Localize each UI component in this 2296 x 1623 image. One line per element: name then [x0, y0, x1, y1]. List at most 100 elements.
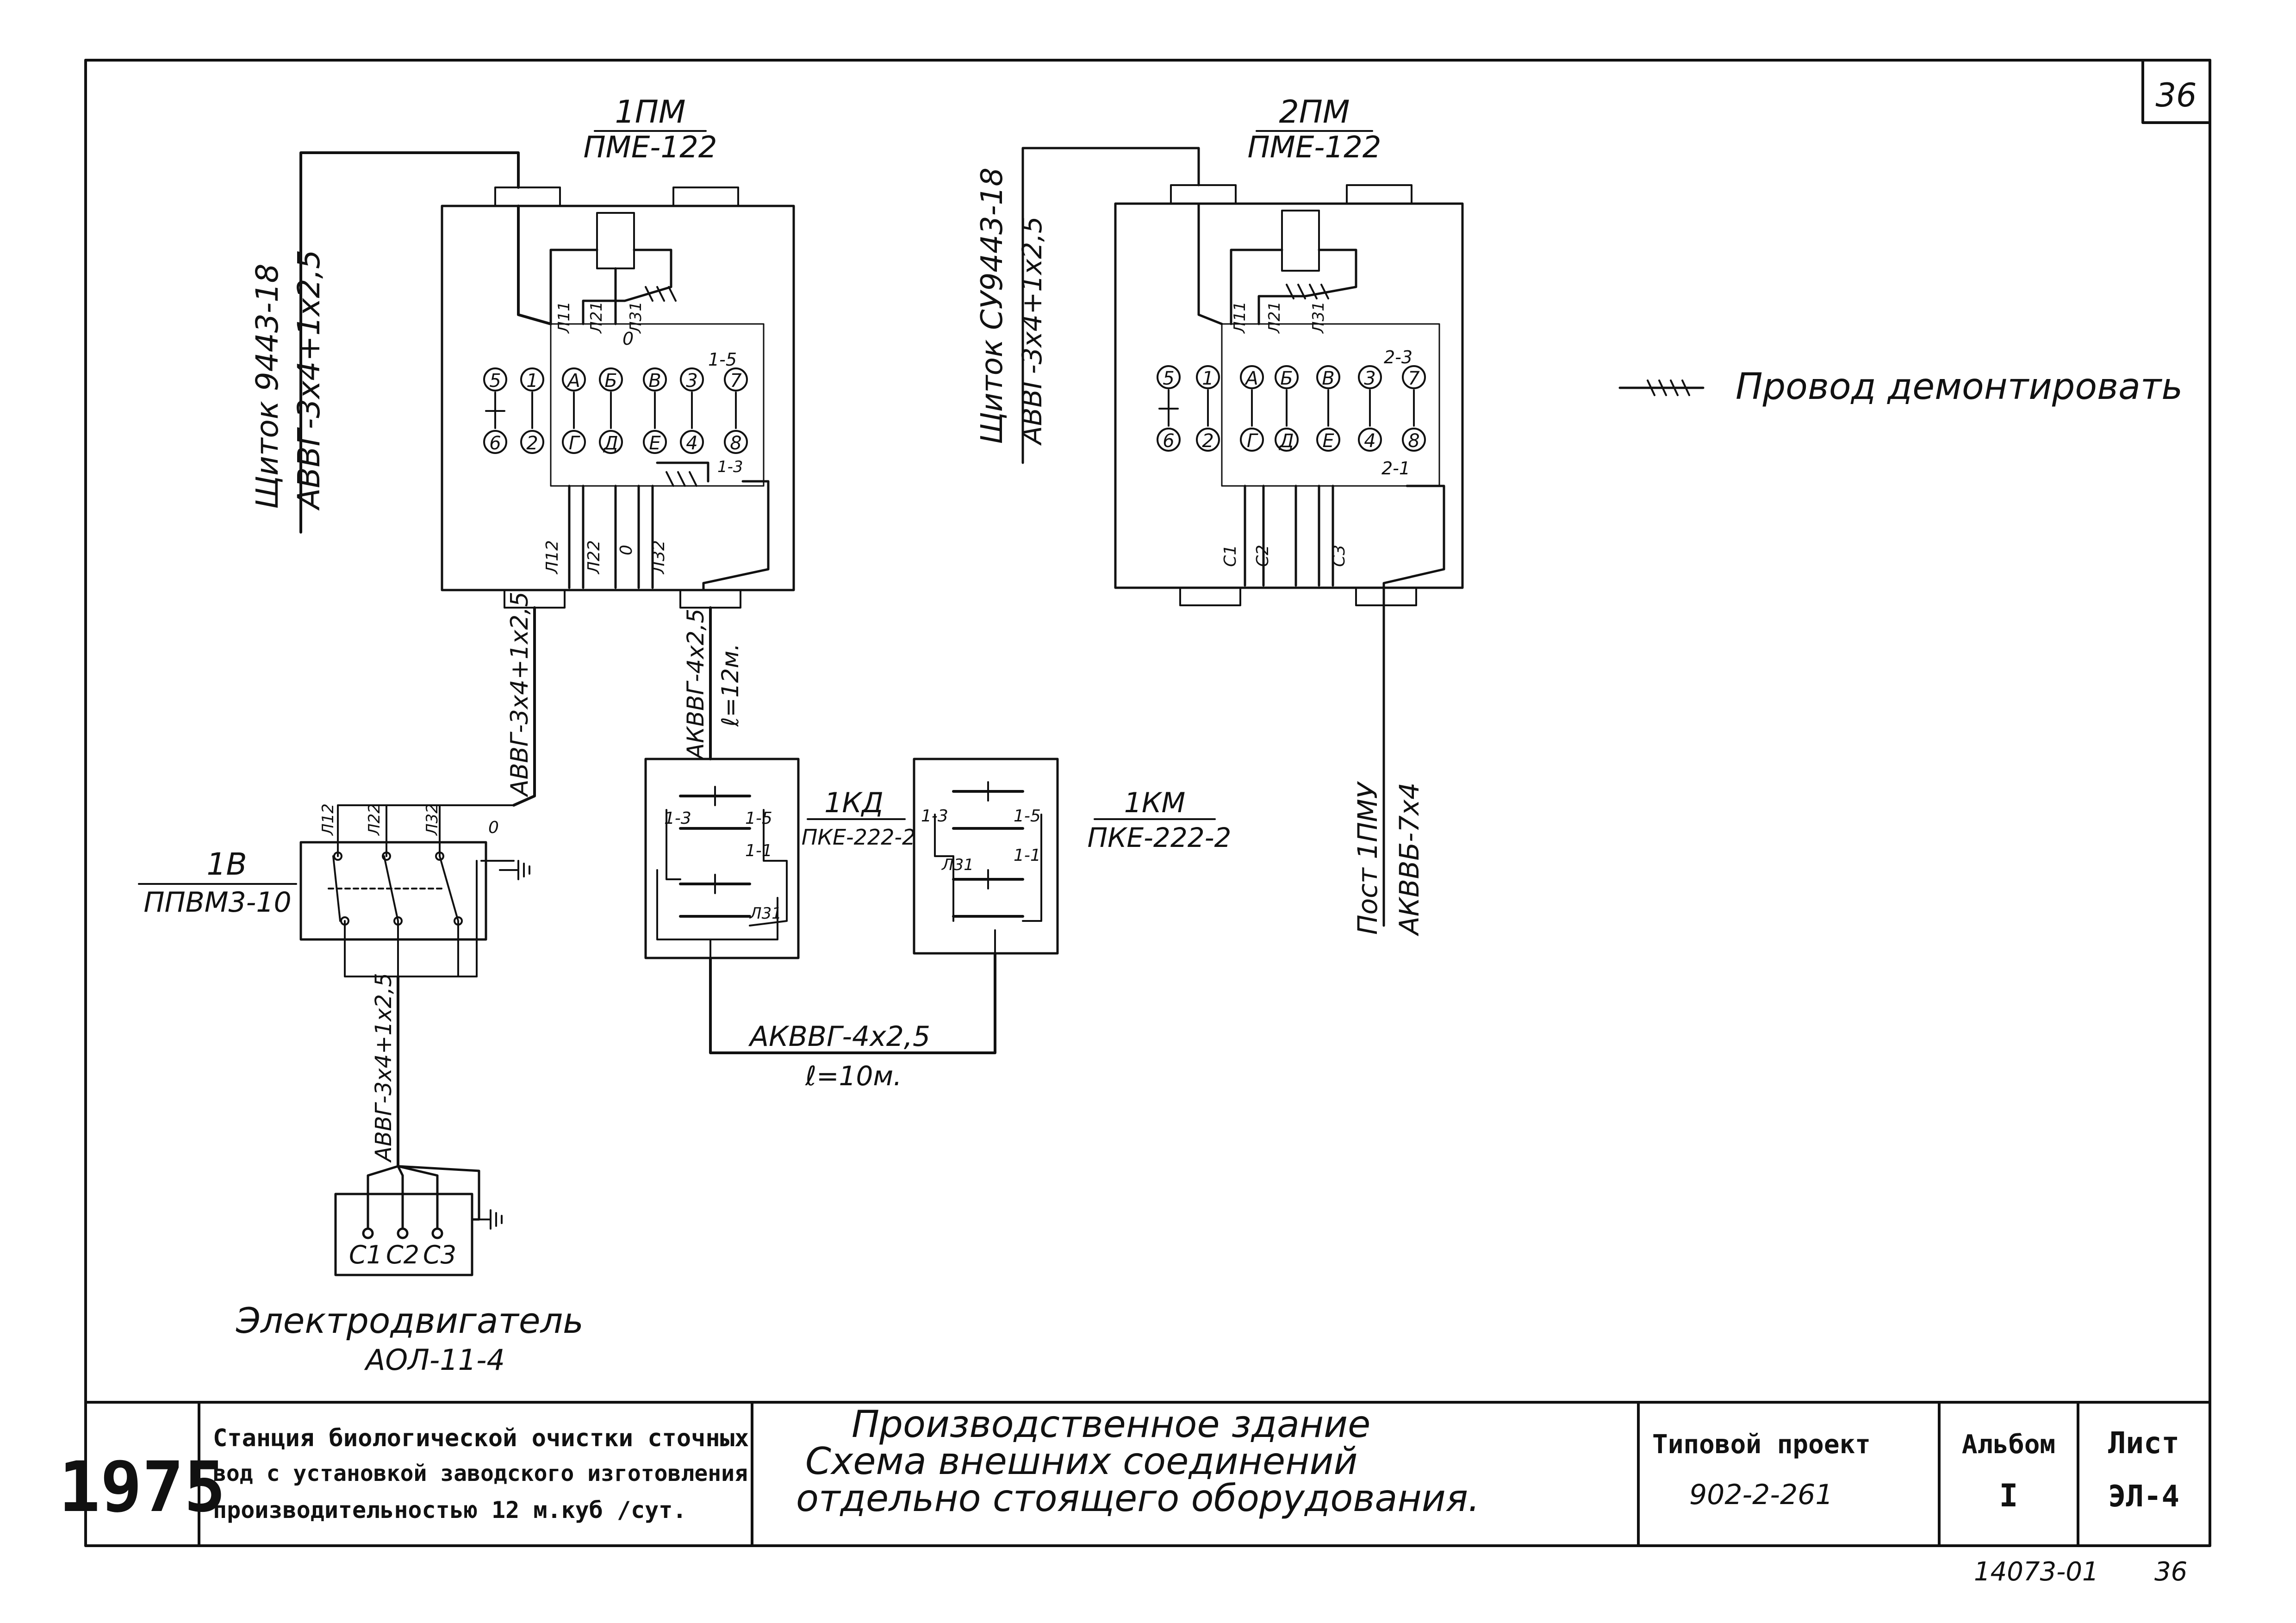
bottom-tag: Л12	[543, 540, 562, 575]
starter-1pm-cable-top-line1: Щиток 9443-18	[249, 263, 285, 509]
sheet-number: 36	[2155, 76, 2196, 114]
svg-text:2: 2	[1202, 430, 1213, 452]
svg-text:Б: Б	[1280, 368, 1293, 389]
post-1km: 1-3 1-5 Л31 1-1 1КМ ПКЕ-222-2	[913, 758, 1232, 955]
svg-text:2: 2	[526, 433, 538, 454]
starter-2pm-gland-bottom-right	[1355, 587, 1417, 606]
starter-2pm-gland-top-right	[1346, 184, 1412, 205]
starter-2pm-gland-top-left	[1170, 184, 1237, 205]
bottom-tag: Л22	[585, 540, 604, 575]
terminal: 1	[520, 367, 544, 392]
album-number: I	[1999, 1478, 2018, 1514]
switch-1v-cable-down: АВВГ-3х4+1х2,5	[371, 973, 397, 1163]
svg-text:6: 6	[489, 433, 501, 454]
starter-2pm-coil	[1281, 210, 1320, 272]
starter-1pm-cable-to-switch	[512, 606, 536, 807]
starter-1pm-enclosure	[441, 205, 795, 591]
project-label: Типовой проект	[1652, 1430, 1871, 1460]
terminal: 5	[483, 367, 507, 392]
terminal: Д	[1275, 428, 1299, 452]
post-1km-model: ПКЕ-222-2	[1088, 822, 1232, 853]
starter-1pm-terminal-frame	[550, 323, 765, 487]
starter-1pm-control-cable-line1: АКВВГ-4х2,5	[682, 609, 709, 760]
post-1km-tag: 1-1	[1014, 846, 1041, 865]
link-cable: АКВВГ-4х2,5 ℓ=10м.	[709, 952, 996, 1092]
motor-terminal: C1	[349, 1240, 382, 1269]
svg-text:Д: Д	[603, 433, 618, 454]
post-1kd-model: ПКЕ-222-2	[802, 825, 916, 850]
svg-text:А: А	[1244, 368, 1258, 389]
switch-1v: 1В ППВМ3-10 Л12 Л22 Л32	[138, 803, 530, 1168]
wire-tag: 1-3	[717, 458, 743, 476]
organization-line3: производительностью 12 м.куб /сут.	[213, 1497, 687, 1524]
post-1km-tag: 1-3	[921, 807, 948, 826]
footer-page: 36	[2154, 1557, 2187, 1587]
svg-text:Е: Е	[649, 433, 661, 454]
wire-tag: 2-3	[1384, 347, 1412, 367]
post-1kd-tag: Л31	[749, 904, 782, 923]
link-cable-line1: АКВВГ-4х2,5	[748, 1020, 930, 1053]
terminal: 3	[1358, 365, 1382, 389]
starter-1pm-gland-top-right	[672, 187, 739, 207]
starter-1pm-cable-top-line2: АВВГ-3х4+1х2,5	[291, 249, 327, 511]
wire-tag: Л31	[627, 301, 645, 334]
sheet-number-box: 36	[2141, 59, 2211, 124]
bottom-tag: С1	[1221, 545, 1240, 567]
cut-marks-icon	[1647, 379, 1690, 396]
starter-1pm-wiring	[549, 249, 770, 591]
terminal: Г	[562, 430, 586, 454]
drawing-title-line2: Схема внешних соединений	[805, 1440, 1357, 1483]
post-1kd-tag: 1-3	[664, 809, 691, 828]
switch-1v-model: ППВМ3-10	[143, 886, 291, 919]
starter-2pm-post-cable-line2: АКВВБ-7х4	[1394, 783, 1425, 937]
wire-tag: Л21	[587, 301, 606, 334]
terminal: 3	[680, 367, 704, 392]
starter-2pm-cable-top-line1: Щиток СУ9443-18	[975, 168, 1009, 444]
starter-1pm-supply-cable	[299, 151, 520, 534]
svg-text:В: В	[1322, 368, 1334, 389]
svg-text:3: 3	[686, 370, 697, 392]
terminal: Е	[643, 430, 667, 454]
terminal: 7	[1402, 365, 1426, 389]
svg-text:Б: Б	[604, 370, 617, 392]
svg-text:А: А	[566, 370, 580, 392]
starter-2pm-gland-bottom-left	[1179, 587, 1241, 606]
wire-tag: Л11	[555, 301, 573, 334]
terminal: Б	[1275, 365, 1299, 389]
starter-1pm-cable-down: АВВГ-3х4+1х2,5	[506, 591, 534, 797]
wire-tag: Л31	[1309, 301, 1328, 334]
bottom-tag: 0	[617, 545, 636, 555]
wire-tag: 2-1	[1381, 458, 1410, 479]
terminal: Б	[599, 367, 623, 392]
year: 1975	[58, 1447, 225, 1528]
legend-text: Провод демонтировать	[1736, 366, 2183, 408]
starter-2pm-contact-symbols	[1158, 389, 1415, 427]
starter-2pm-terminals: 5 1 А Б В 3 7 6 2 Г Д Е 4 8	[1157, 365, 1426, 452]
svg-text:В: В	[648, 370, 661, 392]
drawing-title-line1: Производственное здание	[852, 1403, 1370, 1446]
terminal: В	[1316, 365, 1340, 389]
terminal: 4	[1358, 428, 1382, 452]
post-1km-tag: Л31	[941, 856, 974, 874]
switch-tag: Л12	[319, 803, 337, 836]
terminal: Е	[1316, 428, 1340, 452]
switch-1v-title: 1В	[206, 846, 247, 882]
starter-2pm-model: ПМЕ-122	[1247, 131, 1381, 165]
post-1km-title: 1КМ	[1124, 787, 1186, 819]
ground-icon	[471, 1209, 503, 1230]
bottom-tag: Л32	[649, 540, 668, 575]
svg-text:4: 4	[686, 433, 697, 454]
post-1km-tag: 1-5	[1014, 807, 1041, 826]
starter-1pm-control-cable-line2: ℓ=12м.	[717, 643, 744, 727]
motor-title: Электродвигатель	[236, 1300, 584, 1341]
terminal: 5	[1157, 365, 1181, 389]
svg-text:5: 5	[489, 370, 501, 392]
terminal: А	[562, 367, 586, 392]
svg-text:7: 7	[1408, 368, 1420, 389]
starter-2pm: 2ПМ ПМЕ-122 5	[975, 94, 1464, 937]
post-1kd-tag: 1-5	[745, 809, 772, 828]
starter-1pm-gland-bottom-right	[679, 589, 741, 609]
terminal: 4	[680, 430, 704, 454]
wire-tag: Л21	[1265, 301, 1284, 334]
starter-1pm-model: ПМЕ-122	[583, 131, 717, 165]
